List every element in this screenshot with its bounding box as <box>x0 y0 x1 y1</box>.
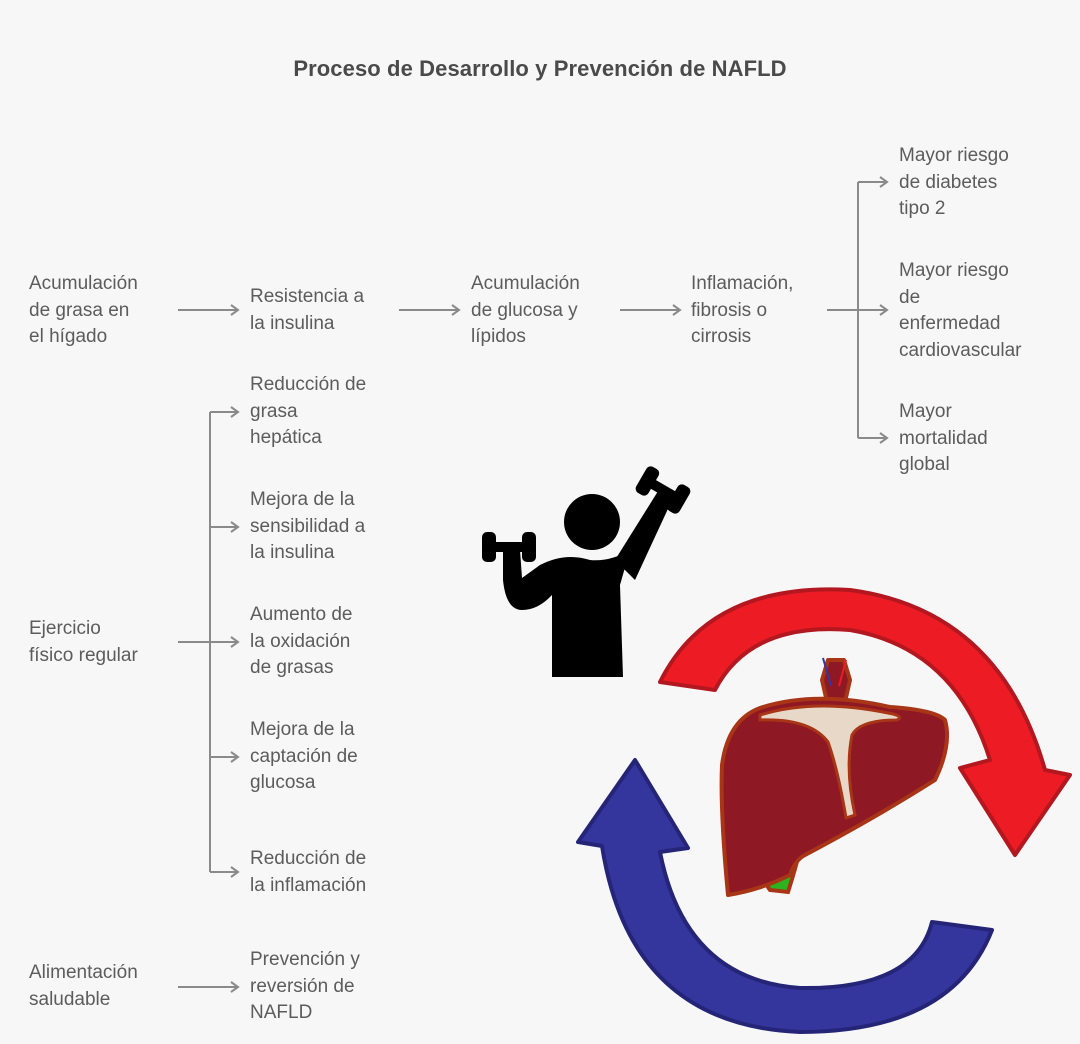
liver-icon <box>719 657 949 897</box>
node-glucose-lipids: Acumulación de glucosa y lípidos <box>471 273 580 347</box>
node-benefit-insulin-sensitivity: Mejora de la sensibilidad a la insulina <box>250 489 366 563</box>
diagram-title: Proceso de Desarrollo y Prevención de NA… <box>293 56 787 81</box>
node-cardiovascular-risk: Mayor riesgo de enfermedad cardiovascula… <box>899 260 1022 361</box>
node-benefit-fat-oxidation: Aumento de la oxidación de grasas <box>250 604 353 678</box>
node-healthy-diet: Alimentación saludable <box>29 962 138 1010</box>
node-nafld-prevention: Prevención y reversión de NAFLD <box>250 949 360 1023</box>
node-benefit-glucose-uptake: Mejora de la captación de glucosa <box>250 719 358 793</box>
exercise-person-icon <box>482 466 691 677</box>
blue-cycle-arrow <box>576 758 994 1034</box>
node-inflammation: Inflamación, fibrosis o cirrosis <box>691 273 794 347</box>
node-fat-accumulation: Acumulación de grasa en el hígado <box>29 273 138 347</box>
liver-cycle-icon <box>576 587 1072 1034</box>
node-insulin-resistance: Resistencia a la insulina <box>250 286 365 334</box>
red-cycle-arrow <box>658 587 1072 857</box>
node-benefit-fat-reduction: Reducción de grasa hepática <box>250 374 367 448</box>
node-diabetes-risk: Mayor riesgo de diabetes tipo 2 <box>899 145 1009 219</box>
node-benefit-inflammation-reduction: Reducción de la inflamación <box>250 848 367 896</box>
node-mortality: Mayor mortalidad global <box>899 401 988 475</box>
node-exercise: Ejercicio físico regular <box>29 618 138 666</box>
